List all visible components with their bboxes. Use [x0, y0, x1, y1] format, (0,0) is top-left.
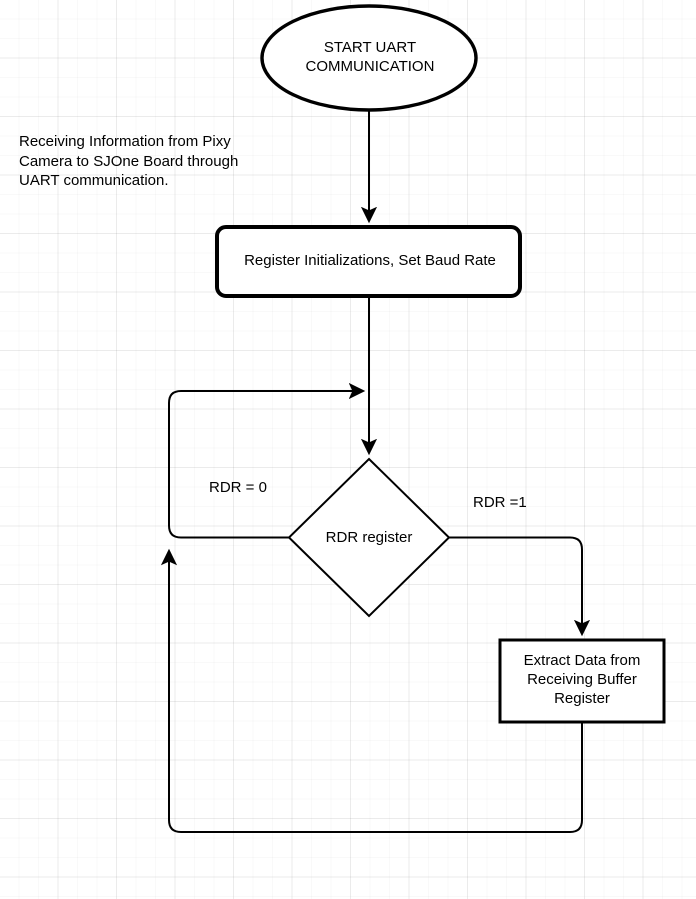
edge-label-rdr-zero: RDR = 0: [209, 479, 267, 496]
description-note: Receiving Information from Pixy Camera t…: [19, 133, 239, 189]
start-node-shape: [260, 4, 478, 112]
edge-decision-to-extract: [449, 536, 591, 637]
edge-decision-loop-back: [168, 382, 366, 539]
edge-extract-loop-back: [160, 548, 583, 833]
extract-node-shape: [498, 638, 666, 724]
decision-node-shape: [287, 457, 451, 618]
init-node-shape: [215, 225, 522, 298]
edge-label-rdr-one: RDR =1: [473, 494, 527, 511]
